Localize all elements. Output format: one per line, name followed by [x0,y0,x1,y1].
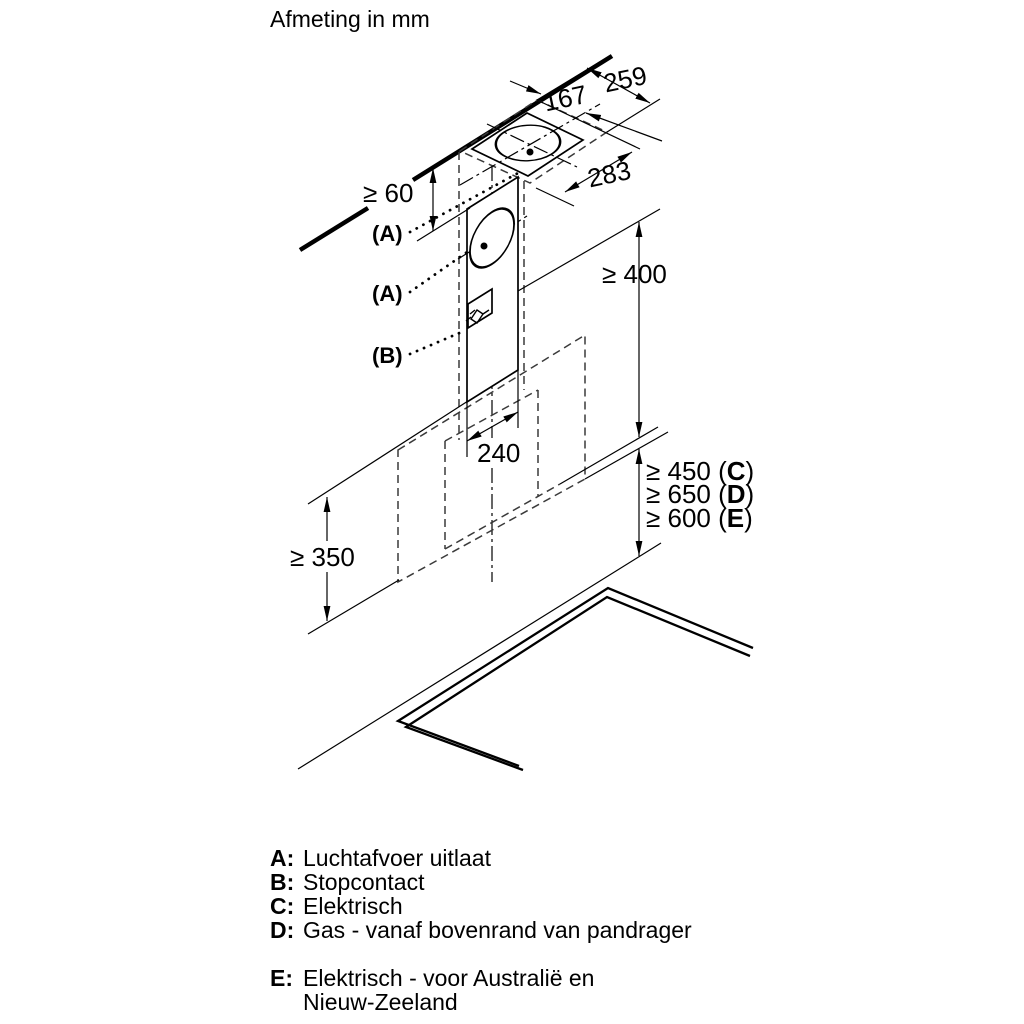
legend-key-c: C: [270,893,294,919]
legend-key-e: E: [270,965,293,991]
ceiling-line [298,54,614,252]
svg-text:283: 283 [585,155,634,193]
svg-text:≥ 60: ≥ 60 [363,178,413,208]
callout-b: (B) [372,329,466,368]
wall-outlet-center-dot [480,242,488,250]
legend-text-e2: Nieuw-Zeeland [303,989,458,1015]
clearance-d-label: ≥ 650 (D) [646,479,754,509]
leader-a2 [408,248,472,294]
legend: A: Luchtafvoer uitlaat B: Stopcontact C:… [270,845,692,1015]
clearance-c-label: ≥ 450 (C) [646,456,754,486]
legend-text-e: Elektrisch - voor Australië en [303,965,594,991]
legend-key-b: B: [270,869,294,895]
page-title: Afmeting in mm [270,6,430,32]
hood-reference-extension-upper [559,426,659,485]
cooktop-outline [297,542,754,772]
ceiling-outlet-center-dot [526,148,534,156]
legend-key-a: A: [270,845,294,871]
callout-a2: (A) [372,248,472,306]
hood-reference-extension-lower [584,431,669,480]
ceiling-duct-hole [459,103,601,186]
chimney-dashed-outline [458,152,525,440]
callout-a1: (A) [372,170,522,246]
svg-text:(A): (A) [372,281,403,306]
legend-text-c: Elektrisch [303,893,403,919]
svg-text:≥ 350: ≥ 350 [290,542,355,572]
svg-text:259: 259 [601,60,650,98]
svg-text:≥ 400: ≥ 400 [602,259,667,289]
legend-text-b: Stopcontact [303,869,425,895]
svg-text:(A): (A) [372,221,403,246]
wall-outlet-circle [469,207,515,269]
leader-b [408,329,466,356]
dimension-259: 259 [536,59,661,133]
svg-text:167: 167 [541,79,590,117]
legend-text-d: Gas - vanaf bovenrand van pandrager [303,917,692,943]
dimension-240: 240 [466,370,520,468]
legend-key-d: D: [270,917,294,943]
dimension-60: ≥ 60 [363,168,471,242]
dimension-350: ≥ 350 [290,400,469,635]
dimension-cde: ≥ 450 (C) ≥ 650 (D) ≥ 600 (E) [635,449,754,556]
clearance-e-label: ≥ 600 (E) [646,503,753,533]
svg-text:240: 240 [477,438,520,468]
svg-text:(B): (B) [372,343,403,368]
socket-symbol [465,287,493,330]
legend-text-a: Luchtafvoer uitlaat [303,845,492,871]
dimension-400: ≥ 400 [517,208,667,437]
